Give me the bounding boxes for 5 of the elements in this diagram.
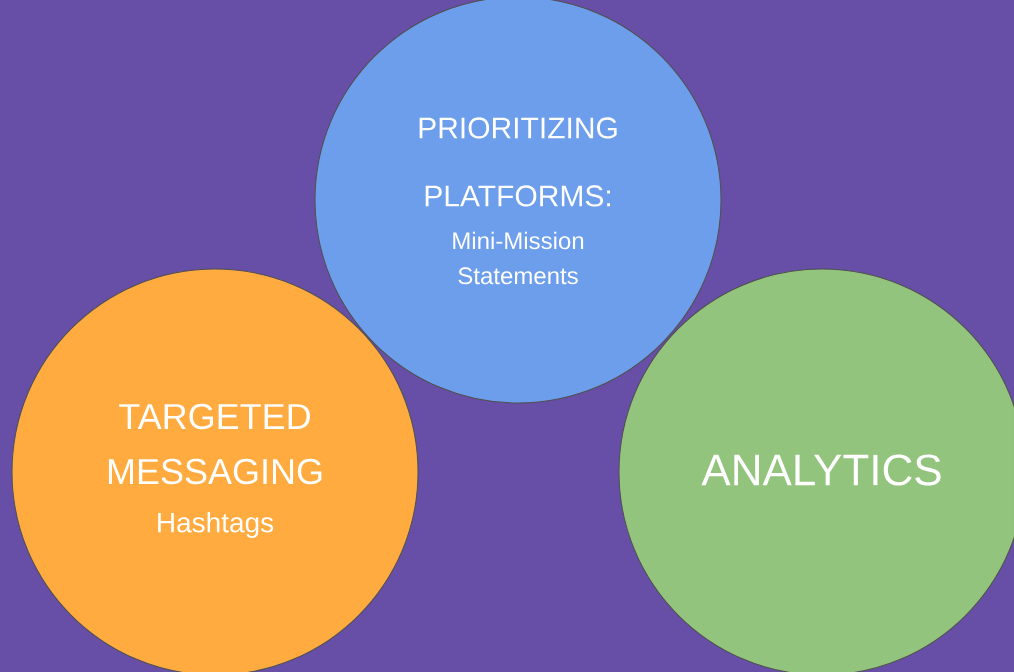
circle-text: Hashtags xyxy=(158,511,274,539)
circle-text: Mini-Mission Statements xyxy=(453,231,584,285)
circle-heading: ANALYTICS xyxy=(701,454,941,486)
circle-heading: TARGETED MESSAGING xyxy=(108,403,322,485)
circle-heading: PRIORITIZING PLATFORMS: xyxy=(419,117,617,207)
